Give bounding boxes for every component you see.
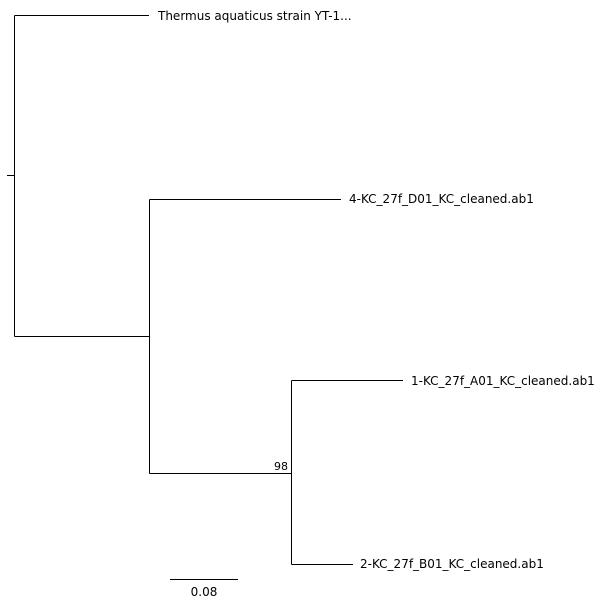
- scale-bar-label: 0.08: [191, 585, 218, 599]
- tip-label-a01[interactable]: 1-KC_27f_A01_KC_cleaned.ab1: [411, 374, 595, 388]
- tip-label-thermus[interactable]: Thermus aquaticus strain YT-1...: [157, 9, 352, 23]
- tip-label-b01[interactable]: 2-KC_27f_B01_KC_cleaned.ab1: [360, 557, 544, 571]
- support-value-ab-clade: 98: [274, 460, 288, 473]
- tip-label-d01[interactable]: 4-KC_27f_D01_KC_cleaned.ab1: [349, 192, 534, 206]
